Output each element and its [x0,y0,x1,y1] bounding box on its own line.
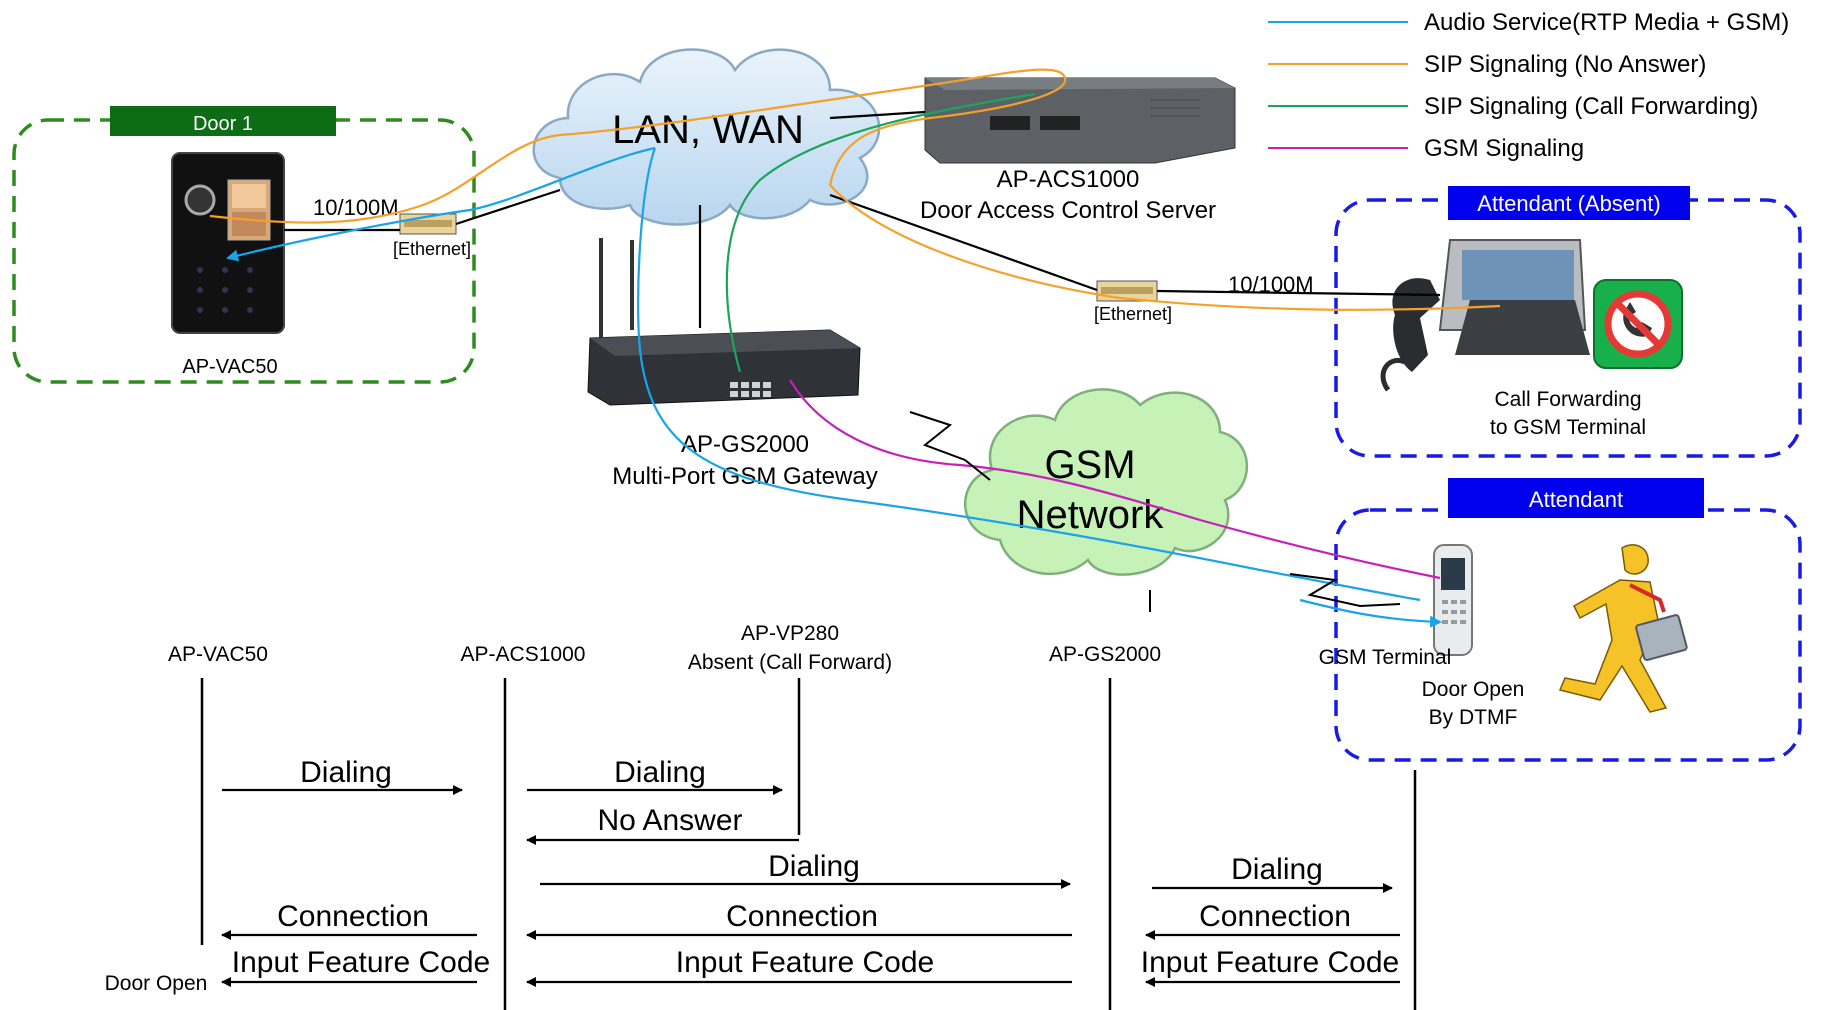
ethernet-label-right: [Ethernet] [1094,304,1172,324]
gs2000-gateway-icon [587,238,861,406]
message-label-6: Connection [277,900,429,933]
message-label-11: Input Feature Code [1141,946,1400,979]
gsm-cloud-label-1: GSM [1044,443,1135,487]
lane-label-vp280-2: Absent (Call Forward) [688,651,892,674]
ethernet-label-left: [Ethernet] [393,239,471,259]
vp280-phone-icon [1380,239,1590,392]
attendant-label: Attendant [1529,487,1623,512]
gsm-cloud-label-2: Network [1017,493,1165,537]
audio-path [226,146,1442,628]
wireless-links [909,411,1401,612]
message-label-4: Dialing [768,850,860,883]
legend-label-sip-no-answer: SIP Signaling (No Answer) [1424,51,1706,78]
sequence-diagram: AP-VAC50 AP-ACS1000 AP-VP280 Absent (Cal… [105,622,1417,1010]
attendant-zone [1334,508,1802,762]
message-label-1: Dialing [300,756,392,789]
gsm-signaling-path [789,379,1441,580]
message-label-7: Connection [726,900,878,933]
message-label-8: Connection [1199,900,1351,933]
door-open-dtmf-label-2: By DTMF [1429,706,1518,729]
forward-label-2: to GSM Terminal [1490,416,1646,439]
legend-label-audio: Audio Service(RTP Media + GSM) [1424,9,1789,36]
attendant-badge [1448,478,1704,518]
acs1000-name: AP-ACS1000 [997,166,1140,193]
message-label-10: Input Feature Code [676,946,935,979]
lane-label-acs: AP-ACS1000 [461,643,586,666]
lane-label-vp280-1: AP-VP280 [741,622,839,645]
message-label-3: No Answer [597,804,742,837]
door-open-dtmf-label-1: Door Open [1422,678,1525,701]
gsm-terminal-label: GSM Terminal [1319,646,1452,669]
forward-label-1: Call Forwarding [1494,388,1641,411]
door-open-label: Door Open [105,972,208,995]
vac50-device-icon [171,152,285,334]
sip-call-forward-path [725,92,1036,373]
acs1000-server-icon [924,77,1236,164]
lan-wan-label: LAN, WAN [612,108,804,152]
gsm-terminal-icon [1433,544,1473,656]
legend-label-gsm: GSM Signaling [1424,135,1584,162]
message-label-5: Dialing [1231,853,1323,886]
lane-label-vac50: AP-VAC50 [168,643,268,666]
legend: Audio Service(RTP Media + GSM) SIP Signa… [1268,9,1789,162]
vac50-label: AP-VAC50 [182,356,277,378]
door-zone-badge [110,106,336,136]
message-label-9: Input Feature Code [232,946,491,979]
lane-label-gs2000: AP-GS2000 [1049,643,1161,666]
legend-label-sip-forward: SIP Signaling (Call Forwarding) [1424,93,1758,120]
gsm-cloud: GSM Network [964,388,1249,576]
attendant-absent-badge [1448,186,1690,220]
absent-status-icon [1593,279,1683,369]
acs1000-desc: Door Access Control Server [920,197,1216,224]
ethernet-links [284,110,1441,328]
lan-wan-cloud: LAN, WAN [532,48,881,226]
attendant-absent-label: Attendant (Absent) [1477,191,1660,216]
gs2000-name: AP-GS2000 [681,431,809,458]
running-person-icon [1558,544,1688,713]
message-label-2: Dialing [614,756,706,789]
door-zone-label: Door 1 [193,113,253,135]
sip-no-answer-path [209,68,1501,311]
